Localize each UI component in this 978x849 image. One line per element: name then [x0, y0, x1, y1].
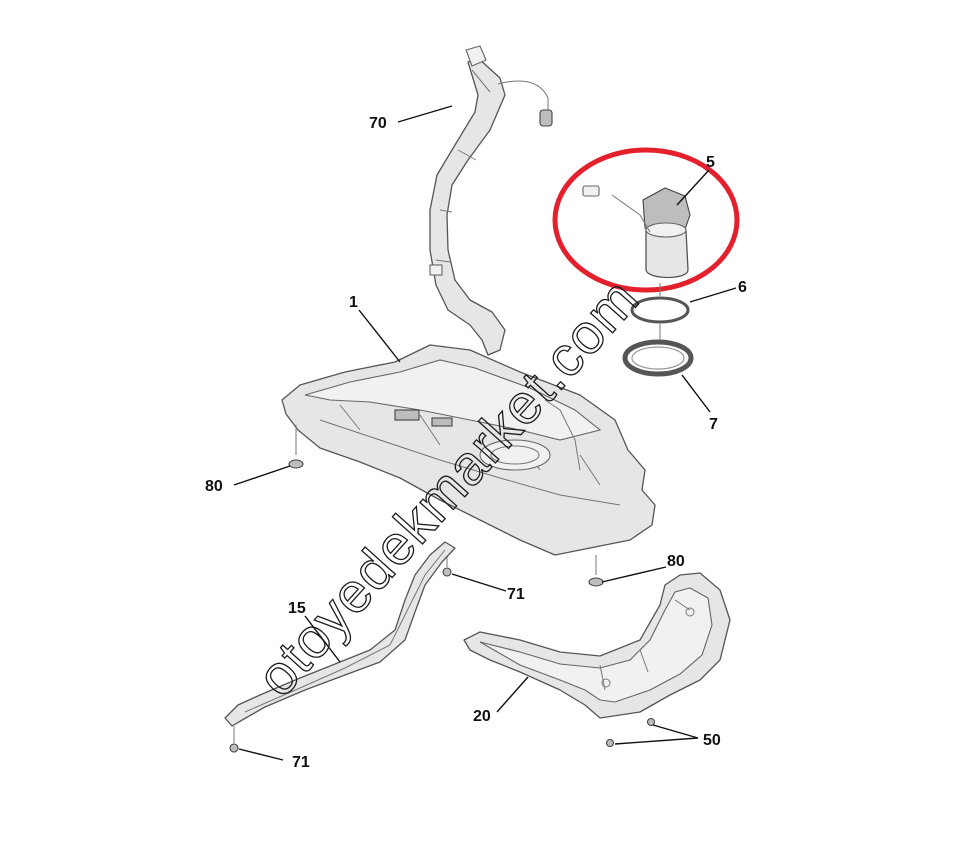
callout-50: 50: [703, 732, 721, 749]
lock-ring: [622, 324, 694, 377]
rubber-pad-right: [588, 555, 604, 587]
highlight-circle: [552, 147, 740, 293]
leader-lines: [233, 105, 737, 761]
callout-80-left: 80: [205, 478, 223, 495]
callout-6: 6: [738, 279, 747, 296]
callout-80-right: 80: [667, 553, 685, 570]
rubber-pad-left: [288, 425, 304, 469]
callout-7: 7: [709, 416, 718, 433]
heat-shield: [463, 572, 731, 719]
bolt-lower: [229, 726, 239, 753]
seal-ring: [630, 296, 690, 324]
fuel-pump-module: [582, 185, 691, 279]
callout-70: 70: [369, 115, 387, 132]
tank-strap: [224, 541, 456, 727]
callout-20: 20: [473, 708, 491, 725]
callout-5: 5: [706, 154, 715, 171]
clips-50: [605, 717, 656, 748]
fuel-tank: [281, 344, 656, 556]
callout-15: 15: [288, 600, 306, 617]
filler-neck: [429, 45, 553, 356]
callout-71-lower: 71: [292, 754, 310, 771]
callout-1: 1: [349, 294, 358, 311]
callout-71-upper: 71: [507, 586, 525, 603]
